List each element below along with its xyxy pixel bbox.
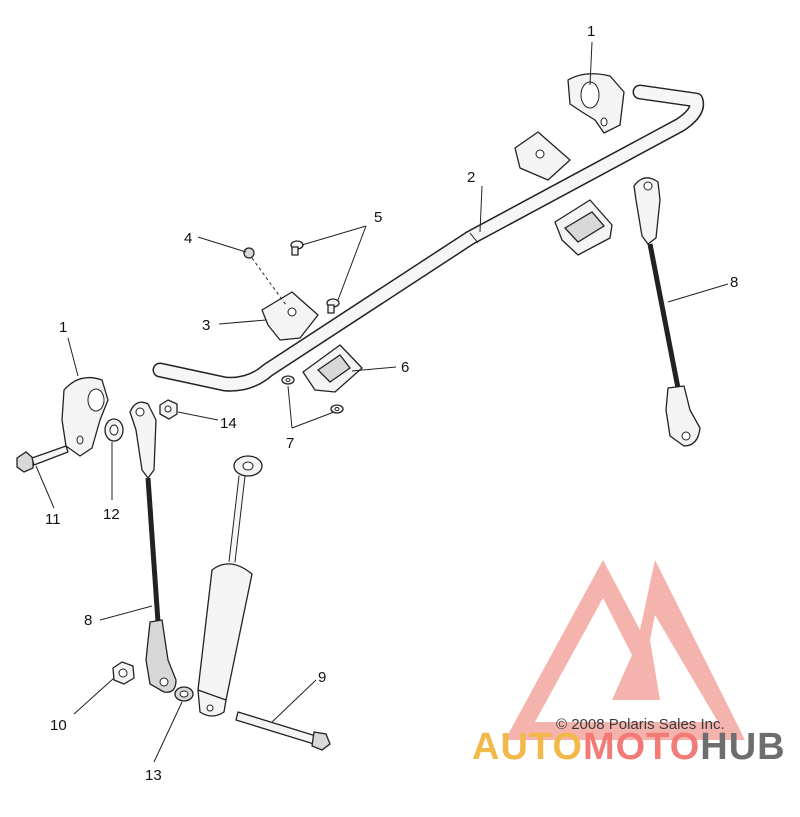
clamp-3: [261, 291, 319, 341]
bushing-clamp-left: [61, 376, 109, 457]
callout-3: 3: [202, 317, 210, 334]
bushing-clamp-top: [567, 73, 625, 134]
callout-1-left: 1: [59, 319, 67, 336]
bolt-11: [16, 445, 69, 473]
callout-12: 12: [103, 506, 120, 523]
washer-7a: [281, 375, 295, 385]
callout-11: 11: [45, 511, 61, 528]
washer-12: [104, 418, 124, 442]
callout-8-right: 8: [730, 274, 738, 291]
bar-bushing-right: [554, 199, 613, 256]
copyright-notice: © 2008 Polaris Sales Inc.: [556, 716, 725, 733]
callout-13: 13: [145, 767, 162, 784]
brand-part-hub: HUB: [700, 726, 786, 768]
callout-14: 14: [220, 415, 237, 432]
nut-14: [159, 399, 178, 420]
callout-4: 4: [184, 230, 192, 247]
stabilizer-link-left: [129, 401, 177, 693]
callout-1-top: 1: [587, 23, 595, 40]
callout-9: 9: [318, 669, 326, 686]
brand-part-auto: AUTO: [472, 726, 583, 768]
washer-7b: [330, 404, 344, 414]
callout-10: 10: [50, 717, 67, 734]
stabilizer-link-right: [633, 177, 701, 447]
stabilizer-bar: [152, 84, 705, 392]
callout-5: 5: [374, 209, 382, 226]
callout-8-left: 8: [84, 612, 92, 629]
nut-10: [112, 661, 135, 685]
screw-5b: [326, 298, 340, 314]
callout-numbers: 1 1 2 3 4 5 6 7 8 8 9 10 11 12 13 14: [45, 23, 738, 784]
callout-7: 7: [286, 435, 294, 452]
screw-5a: [290, 240, 304, 256]
brand-part-moto: MOTO: [582, 726, 701, 768]
leader-lines: [35, 41, 729, 763]
bushing-13: [174, 686, 194, 702]
brand-watermark: AUTOMOTOHUB: [472, 728, 786, 766]
callout-2: 2: [467, 169, 475, 186]
bar-clamp-upper: [514, 131, 571, 181]
callout-6: 6: [401, 359, 409, 376]
bolt-4: [243, 247, 287, 306]
bolt-9: [235, 711, 331, 751]
shock-absorber: [197, 455, 263, 717]
watermark-logo: [505, 560, 745, 740]
bushing-6: [302, 344, 363, 393]
